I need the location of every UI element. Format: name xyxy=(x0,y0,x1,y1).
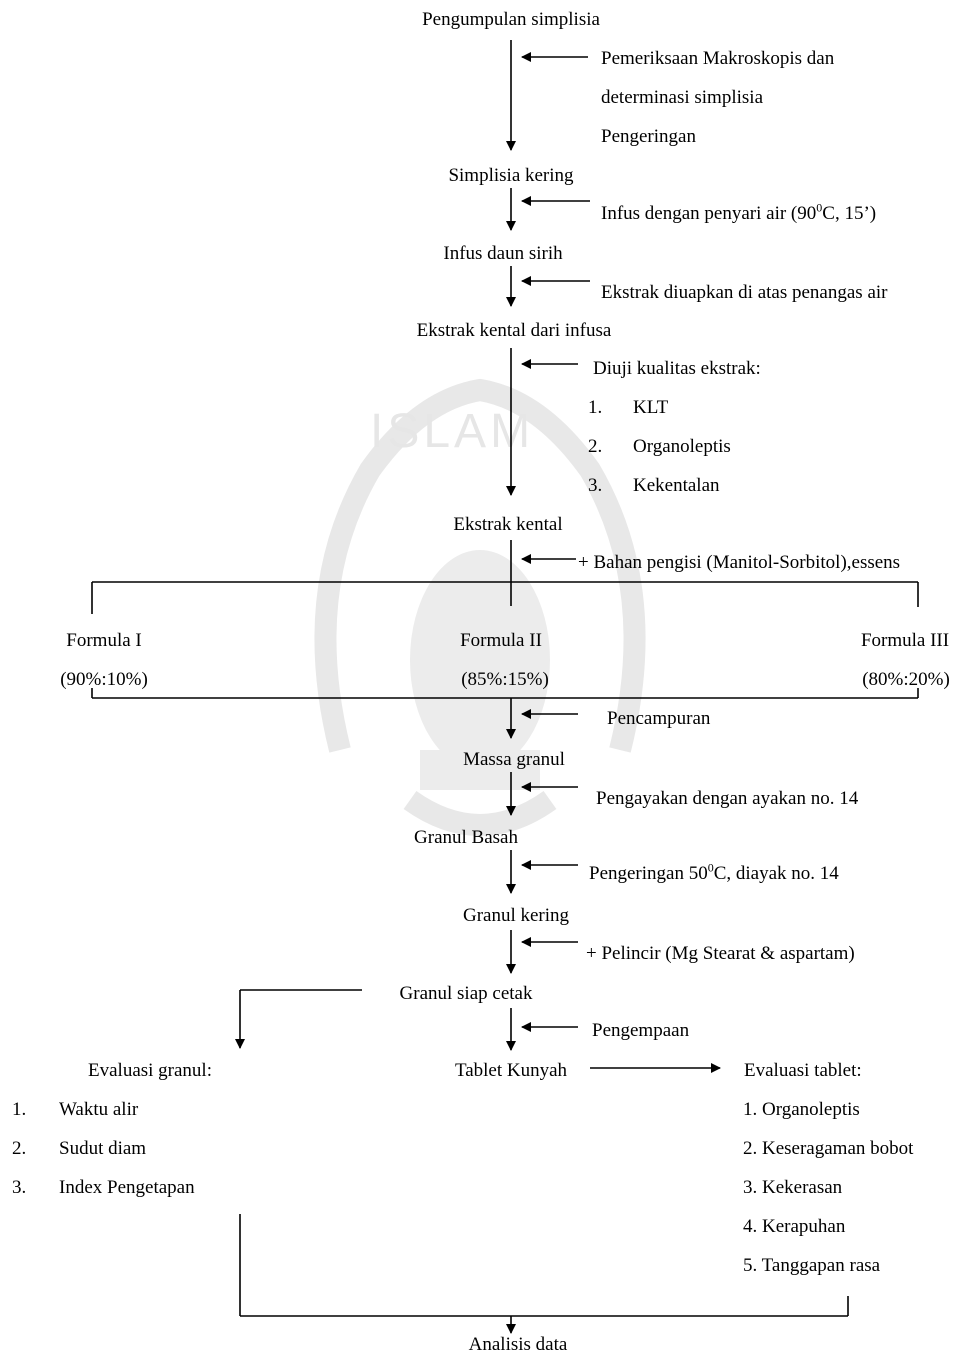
step-pengayakan: Pengayakan dengan ayakan no. 14 xyxy=(596,788,859,809)
node-granul-siap-cetak: Granul siap cetak xyxy=(399,983,533,1004)
evaluasi-granul-item-2: Sudut diam xyxy=(59,1138,147,1159)
quality-test-label-2: Organoleptis xyxy=(633,436,731,457)
quality-test-num-2: 2. xyxy=(588,436,603,457)
evaluasi-granul-num-1: 1. xyxy=(12,1099,27,1120)
step-infus-text-end: C, 15’) xyxy=(822,203,877,224)
evaluasi-granul-item-3: Index Pengetapan xyxy=(59,1177,195,1198)
step-infus-text: Infus dengan penyari air (90 xyxy=(601,203,817,224)
step-pelincir: + Pelincir (Mg Stearat & aspartam) xyxy=(586,943,855,964)
evaluasi-tablet-item-4: 4. Kerapuhan xyxy=(743,1216,846,1237)
evaluasi-tablet-item-1: 1. Organoleptis xyxy=(743,1099,860,1120)
step-pemeriksaan-line1: Pemeriksaan Makroskopis dan xyxy=(601,48,835,69)
evaluasi-tablet-item-2: 2. Keseragaman bobot xyxy=(743,1138,914,1159)
formula-1-ratio: (90%:10%) xyxy=(60,669,148,690)
step-ekstrak-diuapkan: Ekstrak diuapkan di atas penangas air xyxy=(601,282,888,303)
step-pengeringan: Pengeringan xyxy=(601,126,696,147)
formula-3-name: Formula III xyxy=(860,630,950,651)
quality-test-label-1: KLT xyxy=(633,397,669,418)
evaluasi-granul-num-3: 3. xyxy=(12,1177,27,1198)
node-pengumpulan-simplisia: Pengumpulan simplisia xyxy=(422,9,600,30)
degree-superscript: 0 xyxy=(816,200,823,215)
node-granul-basah: Granul Basah xyxy=(414,827,518,848)
watermark-text: ISLAM xyxy=(370,405,535,458)
evaluasi-tablet-title: Evaluasi tablet: xyxy=(744,1060,862,1081)
formula-2-ratio: (85%:15%) xyxy=(461,669,549,690)
step-pengempaan: Pengempaan xyxy=(592,1020,690,1041)
node-tablet-kunyah: Tablet Kunyah xyxy=(454,1060,568,1081)
step-diuji-kualitas: Diuji kualitas ekstrak: xyxy=(593,358,761,379)
node-ekstrak-kental-dari-infusa: Ekstrak kental dari infusa xyxy=(416,320,612,341)
formula-3-ratio: (80%:20%) xyxy=(862,669,950,690)
evaluasi-tablet-item-5: 5. Tanggapan rasa xyxy=(743,1255,881,1276)
degree-superscript-2: 0 xyxy=(707,860,714,875)
university-seal-watermark xyxy=(314,378,646,836)
quality-test-label-3: Kekentalan xyxy=(633,475,720,496)
evaluasi-granul-title: Evaluasi granul: xyxy=(88,1060,212,1081)
node-infus-daun-sirih: Infus daun sirih xyxy=(443,243,563,264)
node-massa-granul: Massa granul xyxy=(463,749,565,770)
step-pemeriksaan-line2: determinasi simplisia xyxy=(601,87,764,108)
step-infus-penyari: Infus dengan penyari air (900C, 15’) xyxy=(601,200,877,224)
formula-2-name: Formula II xyxy=(460,630,542,651)
step-pencampuran: Pencampuran xyxy=(607,708,711,729)
step-pengeringan-50: Pengeringan 500C, diayak no. 14 xyxy=(589,860,839,884)
step-pengeringan-50-text: Pengeringan 50 xyxy=(589,863,708,884)
quality-test-num-1: 1. xyxy=(588,397,603,418)
node-simplisia-kering: Simplisia kering xyxy=(448,165,574,186)
step-bahan-pengisi: + Bahan pengisi (Manitol-Sorbitol),essen… xyxy=(578,552,901,573)
node-analisis-data: Analisis data xyxy=(468,1334,568,1355)
evaluasi-tablet-item-3: 3. Kekerasan xyxy=(743,1177,843,1198)
formula-1-name: Formula I xyxy=(66,630,142,651)
evaluasi-granul-num-2: 2. xyxy=(12,1138,27,1159)
quality-test-num-3: 3. xyxy=(588,475,603,496)
node-ekstrak-kental: Ekstrak kental xyxy=(453,514,563,535)
step-pengeringan-50-text-end: C, diayak no. 14 xyxy=(713,863,839,884)
evaluasi-granul-item-1: Waktu alir xyxy=(59,1099,139,1120)
node-granul-kering: Granul kering xyxy=(462,905,570,926)
